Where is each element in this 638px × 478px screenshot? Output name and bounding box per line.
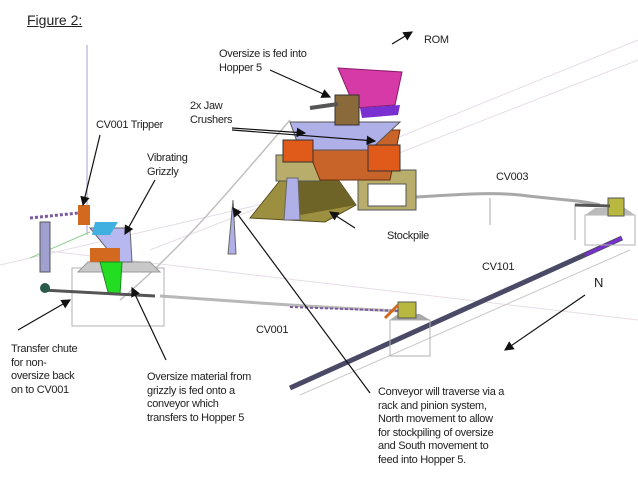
arrow-conveyor-traverse: [232, 207, 371, 394]
label-oversize-material: Oversize material from grizzly is fed on…: [147, 371, 252, 424]
cv001-conveyor: [159, 294, 401, 313]
arrow-cv001-tripper: [80, 134, 101, 207]
arrow-transfer-chute: [17, 299, 72, 331]
arrow-oversize-hopper: [269, 69, 332, 98]
figure-title: Figure 2:: [27, 12, 83, 28]
grizzly-station: [29, 205, 165, 327]
arrow-oversize-material: [131, 286, 167, 361]
crusher-plant: [227, 67, 417, 255]
label-conveyor-traverse: Conveyor will traverse via a rack and pi…: [378, 386, 505, 466]
label-oversize-hopper: Oversize is fed into Hopper 5: [219, 48, 307, 74]
cv003-tail-unit: [574, 197, 636, 246]
arrow-jaw-crusher-1: [231, 127, 307, 138]
label-cv101: CV101: [482, 261, 515, 273]
label-cv001-tripper: CV001 Tripper: [96, 119, 164, 131]
label-transfer-chute: Transfer chute for non- oversize back on…: [11, 343, 78, 396]
arrow-stockpile: [328, 211, 356, 229]
cv101-conveyor: [288, 235, 631, 396]
label-cv001: CV001: [256, 324, 289, 336]
cv001-head-unit: [383, 301, 431, 357]
callout-arrows: [17, 31, 586, 394]
arrow-north: [504, 294, 586, 351]
green-axis-line: [29, 231, 91, 259]
shuttle-conveyor-arc: [119, 119, 291, 301]
label-stockpile: Stockpile: [387, 230, 429, 242]
label-vibrating-grizzly: Vibrating Grizzly: [147, 152, 188, 178]
arrow-rom: [391, 31, 414, 45]
arrow-vibrating-grizzly: [124, 179, 156, 236]
label-jaw-crushers: 2x Jaw Crushers: [190, 100, 233, 126]
label-cv003: CV003: [496, 171, 529, 183]
arrow-jaw-crusher-2: [231, 129, 377, 146]
label-rom: ROM: [424, 34, 449, 46]
label-north: N: [594, 275, 604, 290]
